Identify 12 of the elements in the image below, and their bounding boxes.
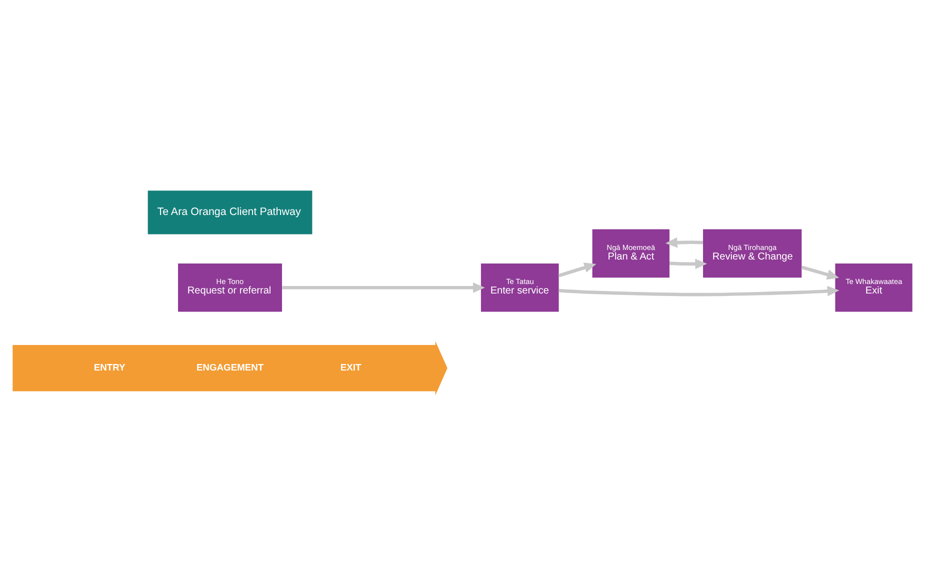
arrow	[669, 258, 708, 269]
arrow	[801, 265, 840, 280]
node-box: Ngā Tirohanga Review & Change	[703, 228, 802, 278]
node-box: Te Ara Oranga Client Pathway	[148, 190, 312, 234]
arrow	[282, 282, 485, 292]
arrow	[665, 236, 703, 248]
arrow	[558, 285, 840, 296]
node-box: Te Tatau Enter service	[480, 262, 559, 312]
node-box: Te Whakawaatea Exit	[835, 262, 912, 312]
arrow	[558, 262, 596, 277]
node-box: Ngā Moemoeā Plan & Act	[592, 228, 670, 278]
node-box: He Tono Request or referral	[178, 262, 282, 312]
